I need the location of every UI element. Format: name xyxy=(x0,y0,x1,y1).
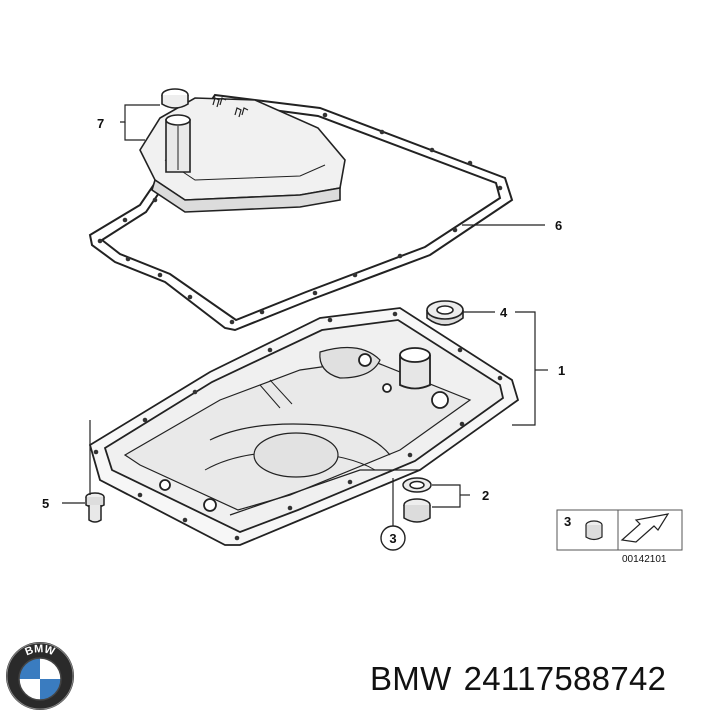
callout-3: 3 xyxy=(389,531,396,546)
logo-lettering: BMW xyxy=(23,643,56,658)
legend-number: 3 xyxy=(564,514,571,529)
drain-plug xyxy=(403,498,431,523)
callout-6: 6 xyxy=(555,218,562,233)
filter xyxy=(139,88,346,213)
arrow-icon xyxy=(620,513,670,543)
callout-4: 4 xyxy=(500,305,508,320)
legend-box: 3 00142101 xyxy=(556,509,683,565)
plug-icon xyxy=(585,520,603,541)
drain-ring xyxy=(402,477,432,493)
caption-part-number: 24117588742 xyxy=(463,660,667,697)
callout-5: 5 xyxy=(42,496,49,511)
gasket-holes xyxy=(97,112,503,325)
caption-brand: BMW xyxy=(370,660,452,697)
callout-3-circle xyxy=(380,525,406,551)
bmw-logo: BMW xyxy=(6,642,74,710)
callout-2: 2 xyxy=(482,488,489,503)
bolt xyxy=(85,492,105,523)
part-caption: BMW 24117588742 xyxy=(370,660,678,698)
legend-reference: 00142101 xyxy=(622,554,667,565)
callout-7: 7 xyxy=(97,116,104,131)
callout-1: 1 xyxy=(558,363,565,378)
seal-ring xyxy=(426,300,464,326)
leader-lines xyxy=(62,104,548,527)
pan-holes xyxy=(93,311,503,541)
gasket xyxy=(88,93,514,332)
oil-pan xyxy=(88,307,520,546)
